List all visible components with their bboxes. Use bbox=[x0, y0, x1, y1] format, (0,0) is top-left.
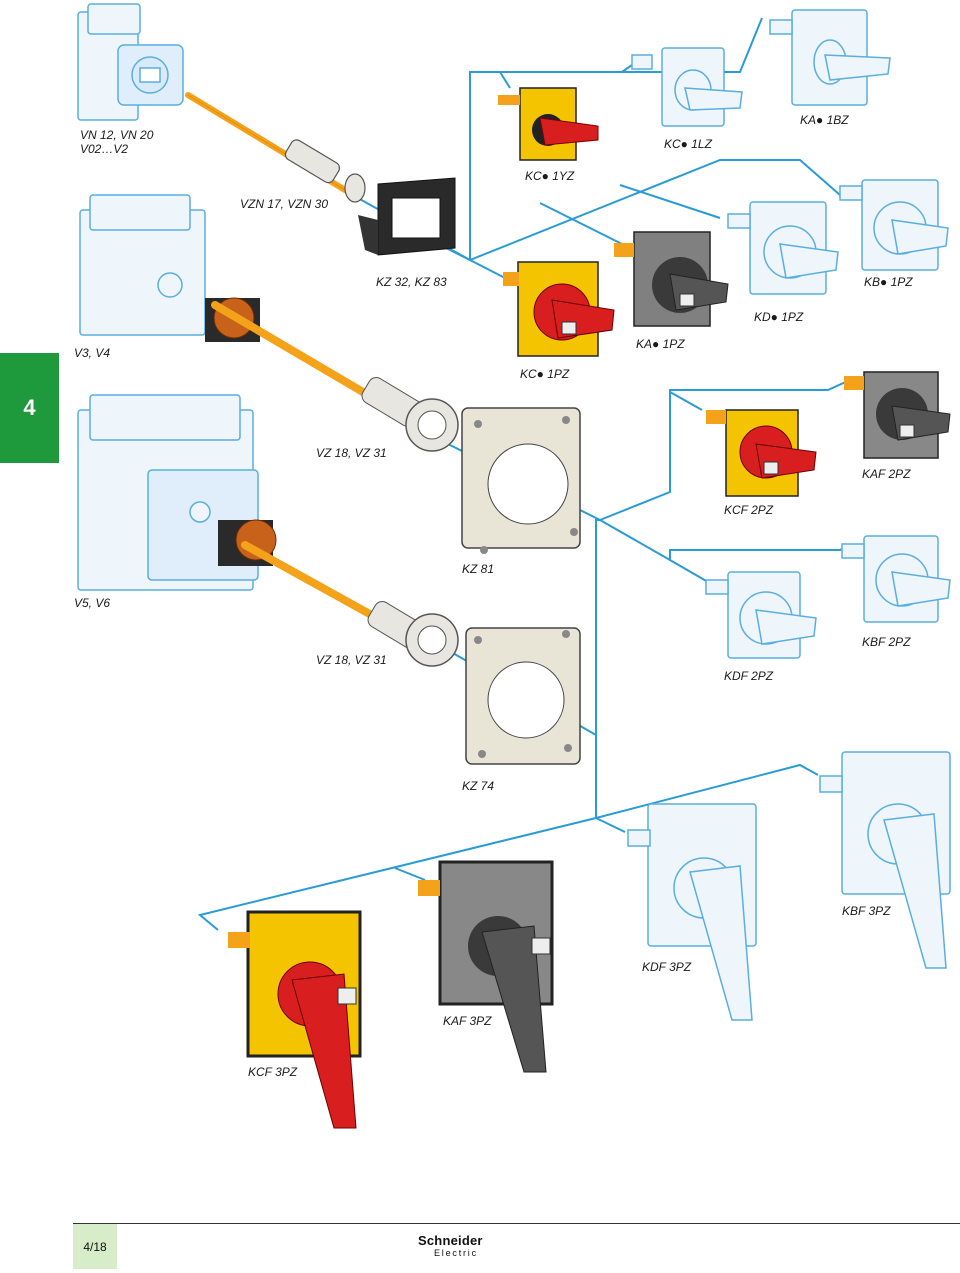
kaf2pz-handle-drawing bbox=[844, 371, 951, 459]
label-kz81: KZ 81 bbox=[462, 562, 495, 576]
footer-rule bbox=[73, 1223, 960, 1224]
kaf3pz-handle-drawing bbox=[418, 860, 554, 1073]
label-kbf2pz: KBF 2PZ bbox=[862, 635, 911, 649]
label-kd1pz: KD● 1PZ bbox=[754, 310, 804, 324]
kc1lz-handle-drawing bbox=[631, 47, 743, 127]
kc1pz-handle-drawing bbox=[503, 261, 615, 357]
kdf2pz-handle-drawing bbox=[705, 571, 817, 659]
label-kdf3pz: KDF 3PZ bbox=[642, 960, 692, 974]
ka1bz-handle-drawing bbox=[769, 9, 891, 106]
label-ka1bz: KA● 1BZ bbox=[800, 113, 849, 127]
ka1pz-handle-drawing bbox=[614, 231, 729, 327]
shaft-vzn bbox=[185, 92, 366, 203]
label-vz-1: VZ 18, VZ 31 bbox=[316, 446, 387, 460]
label-kcf2pz: KCF 2PZ bbox=[724, 503, 774, 517]
brand-name: Schneider bbox=[418, 1233, 483, 1248]
label-vzn: VZN 17, VZN 30 bbox=[240, 197, 329, 211]
vn12-switch-drawing bbox=[77, 3, 184, 121]
label-kdf2pz: KDF 2PZ bbox=[724, 669, 774, 683]
label-kaf3pz: KAF 3PZ bbox=[443, 1014, 492, 1028]
kz32-frame-drawing bbox=[358, 177, 456, 256]
kbf3pz-handle-drawing bbox=[819, 751, 951, 969]
kdf3pz-handle-drawing bbox=[627, 803, 757, 1021]
kcf3pz-handle-drawing bbox=[228, 910, 362, 1129]
kd1pz-handle-drawing bbox=[727, 201, 839, 295]
label-kz74: KZ 74 bbox=[462, 779, 495, 793]
page-number-box: 4/18 bbox=[73, 1224, 117, 1269]
label-vn2: V02…V2 bbox=[80, 142, 129, 156]
page-number: 4/18 bbox=[83, 1239, 107, 1254]
connector-lines bbox=[197, 17, 851, 931]
label-kcf3pz: KCF 3PZ bbox=[248, 1065, 298, 1079]
label-vz-2: VZ 18, VZ 31 bbox=[316, 653, 387, 667]
shaft-vz-2 bbox=[218, 519, 459, 667]
label-v3v4: V3, V4 bbox=[74, 346, 111, 360]
label-vn: VN 12, VN 20 bbox=[80, 128, 154, 142]
label-kaf2pz: KAF 2PZ bbox=[862, 467, 911, 481]
v3v4-switch-drawing bbox=[79, 194, 206, 336]
label-ka1pz: KA● 1PZ bbox=[636, 337, 685, 351]
label-kc1lz: KC● 1LZ bbox=[664, 137, 712, 151]
section-tab: 4 bbox=[0, 353, 59, 463]
section-number: 4 bbox=[23, 395, 36, 420]
kz74-plate-drawing bbox=[465, 627, 581, 765]
kz81-plate-drawing bbox=[461, 407, 581, 554]
brand-sub: Electric bbox=[434, 1248, 478, 1258]
shaft-vz-1 bbox=[205, 297, 459, 452]
kbf2pz-handle-drawing bbox=[841, 535, 951, 623]
brand-logo: Schneider Electric bbox=[418, 1234, 498, 1262]
label-kz3283: KZ 32, KZ 83 bbox=[376, 275, 447, 289]
label-kb1pz: KB● 1PZ bbox=[864, 275, 913, 289]
kc1yz-handle-drawing bbox=[498, 87, 599, 161]
label-kc1pz: KC● 1PZ bbox=[520, 367, 570, 381]
label-kbf3pz: KBF 3PZ bbox=[842, 904, 891, 918]
label-v5v6: V5, V6 bbox=[74, 596, 111, 610]
kcf2pz-handle-drawing bbox=[706, 409, 817, 497]
kb1pz-handle-drawing bbox=[839, 179, 949, 271]
label-kc1yz: KC● 1YZ bbox=[525, 169, 575, 183]
